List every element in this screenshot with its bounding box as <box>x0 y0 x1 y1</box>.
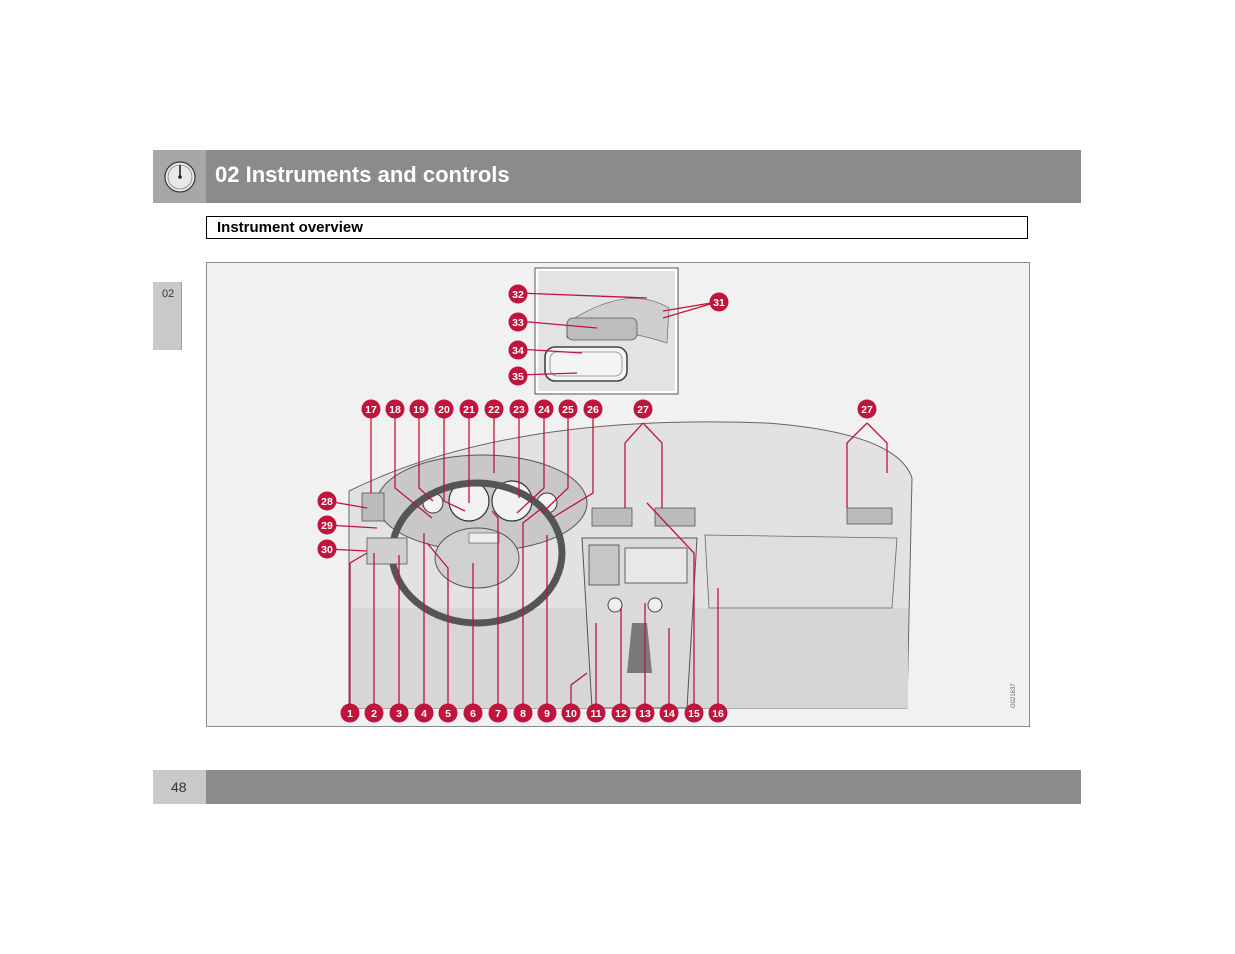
chapter-icon-box <box>153 150 206 203</box>
chapter-title: 02 Instruments and controls <box>215 162 510 187</box>
callout-label: 34 <box>512 345 524 357</box>
callouts-inset: 31 32 33 34 35 <box>508 284 729 386</box>
callout-label: 7 <box>495 708 501 720</box>
callout-label: 31 <box>713 297 725 309</box>
callout-label: 16 <box>712 708 724 720</box>
callout-label: 21 <box>463 404 475 416</box>
callouts-left: 28 29 30 <box>317 491 337 559</box>
callout-label: 17 <box>365 404 377 416</box>
callout-label: 24 <box>538 404 550 416</box>
instrument-overview-figure: 1 2 3 4 5 6 7 8 9 10 11 12 13 14 15 16 1… <box>206 262 1030 727</box>
callout-label: 19 <box>413 404 425 416</box>
callout-label: 25 <box>562 404 574 416</box>
callout-label: 12 <box>615 708 627 720</box>
callout-label: 13 <box>639 708 651 720</box>
callout-label: 20 <box>438 404 450 416</box>
callout-label: 32 <box>512 289 524 301</box>
page-number-box: 48 <box>153 770 206 804</box>
callout-label: 4 <box>421 708 427 720</box>
dashboard-illustration: 1 2 3 4 5 6 7 8 9 10 11 12 13 14 15 16 1… <box>317 267 1017 723</box>
callout-label: 23 <box>513 404 525 416</box>
section-title: Instrument overview <box>217 219 363 236</box>
gauge-icon <box>164 161 196 193</box>
side-tab-label: 02 <box>162 288 175 300</box>
callouts-bottom: 1 2 3 4 5 6 7 8 9 10 11 12 13 14 15 16 <box>340 703 728 723</box>
callout-label: 27 <box>637 404 649 416</box>
callout-label: 22 <box>488 404 500 416</box>
callout-label: 8 <box>520 708 526 720</box>
callout-label: 14 <box>663 708 675 720</box>
callouts-top: 17 18 19 20 21 22 23 24 25 26 27 27 <box>361 399 877 419</box>
section-title-box: Instrument overview <box>206 216 1028 239</box>
page-number: 48 <box>171 779 187 795</box>
callout-label: 29 <box>321 520 333 532</box>
callout-label: 33 <box>512 317 524 329</box>
callout-label: 6 <box>470 708 476 720</box>
callout-label: 10 <box>565 708 577 720</box>
footer-bar <box>206 770 1081 804</box>
callout-label: 5 <box>445 708 451 720</box>
chapter-header: 02 Instruments and controls <box>153 150 1081 203</box>
callout-label: 30 <box>321 544 333 556</box>
image-code: G021637 <box>1011 683 1017 708</box>
callout-label: 27 <box>861 404 873 416</box>
callout-label: 26 <box>587 404 599 416</box>
callout-label: 28 <box>321 496 333 508</box>
chapter-side-tab: 02 <box>153 282 182 350</box>
callout-label: 15 <box>688 708 700 720</box>
callout-label: 1 <box>347 708 353 720</box>
callout-label: 11 <box>590 708 601 720</box>
callout-label: 35 <box>512 371 524 383</box>
callout-label: 2 <box>371 708 377 720</box>
inset-interior-light <box>534 267 679 395</box>
dashboard-body <box>348 421 913 709</box>
callout-label: 9 <box>544 708 550 720</box>
callout-label: 3 <box>396 708 402 720</box>
callout-label: 18 <box>389 404 401 416</box>
